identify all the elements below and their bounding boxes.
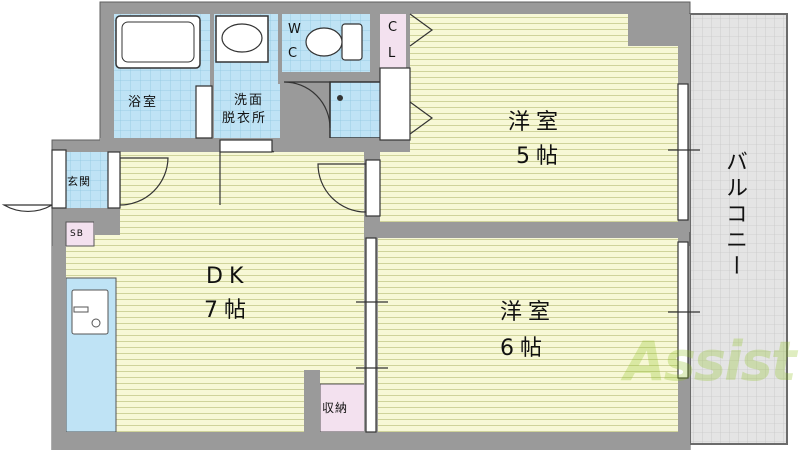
closet-label-c: C [388, 20, 400, 35]
washer-space [329, 81, 387, 139]
closet-cl-floor [380, 14, 410, 68]
wall-wc-right [370, 14, 380, 80]
door-swings [1, 81, 381, 217]
western-room-5-name: 洋室 [508, 110, 565, 135]
window-western5 [677, 83, 689, 221]
western-room-6-floor [378, 238, 678, 432]
wall-shoebox [94, 208, 120, 235]
closet-label-l: L [388, 46, 398, 61]
window-western6 [677, 241, 689, 379]
wall-storage-left [304, 370, 320, 432]
western-room-5-size: 5帖 [516, 144, 564, 169]
wall-wash-wc [278, 14, 282, 84]
western-room-6-size: 6帖 [500, 336, 548, 361]
toilet-tank-icon [341, 23, 363, 61]
wall-top-notch [628, 14, 678, 46]
wall-left-kitchen [52, 246, 66, 432]
entrance-door-swing [1, 204, 55, 212]
bathtub-inner [121, 21, 195, 63]
watermark-logo: Assist [624, 330, 797, 393]
bathtub-icon [115, 15, 201, 69]
cl-arrow-2 [409, 101, 434, 135]
western5-door [365, 159, 381, 217]
wall-wc-bottom [282, 72, 380, 80]
toilet-bowl-icon [305, 27, 343, 57]
washroom-label-line2: 脱衣所 [222, 111, 268, 126]
dk-entry-door-swing [119, 157, 169, 206]
cl-slider [379, 67, 411, 141]
sink [71, 289, 109, 335]
dk-size: 7帖 [204, 298, 252, 323]
sliding-doors [356, 13, 700, 433]
storage-label: 収納 [322, 401, 349, 415]
faucet-icon [73, 306, 89, 313]
sink-drain-icon [91, 318, 101, 328]
cl-arrow-1 [409, 13, 434, 47]
wall-bath-wash [210, 14, 214, 138]
wc-label-w: W [288, 22, 303, 37]
partition-slider [365, 237, 377, 433]
western-room-5-floor [410, 14, 678, 222]
dk-name: DK [206, 264, 250, 289]
wc-label-c: C [288, 46, 300, 61]
dk-floor-upper [120, 152, 364, 237]
wc-door-swing [283, 81, 331, 129]
entrance-floor [66, 152, 108, 208]
washbasin-bowl [221, 23, 263, 53]
sb-door [107, 151, 121, 209]
entrance-door-frame [51, 149, 67, 209]
storage-floor [319, 383, 369, 433]
washer-drain-icon [337, 95, 343, 101]
bath-label: 浴室 [128, 95, 159, 110]
shoebox-label: SB [70, 229, 84, 239]
balcony-label: バルコニー [722, 150, 747, 280]
western-room-5-left-strip [380, 140, 410, 222]
entrance-label: 玄関 [67, 175, 91, 188]
wall-rooms-divider [378, 222, 678, 238]
bath-door [195, 85, 213, 139]
western-room-6-name: 洋室 [500, 300, 557, 325]
wall-bottom [52, 432, 690, 450]
washroom-label-line1: 洗面 [234, 93, 265, 108]
washroom-door [219, 139, 273, 153]
